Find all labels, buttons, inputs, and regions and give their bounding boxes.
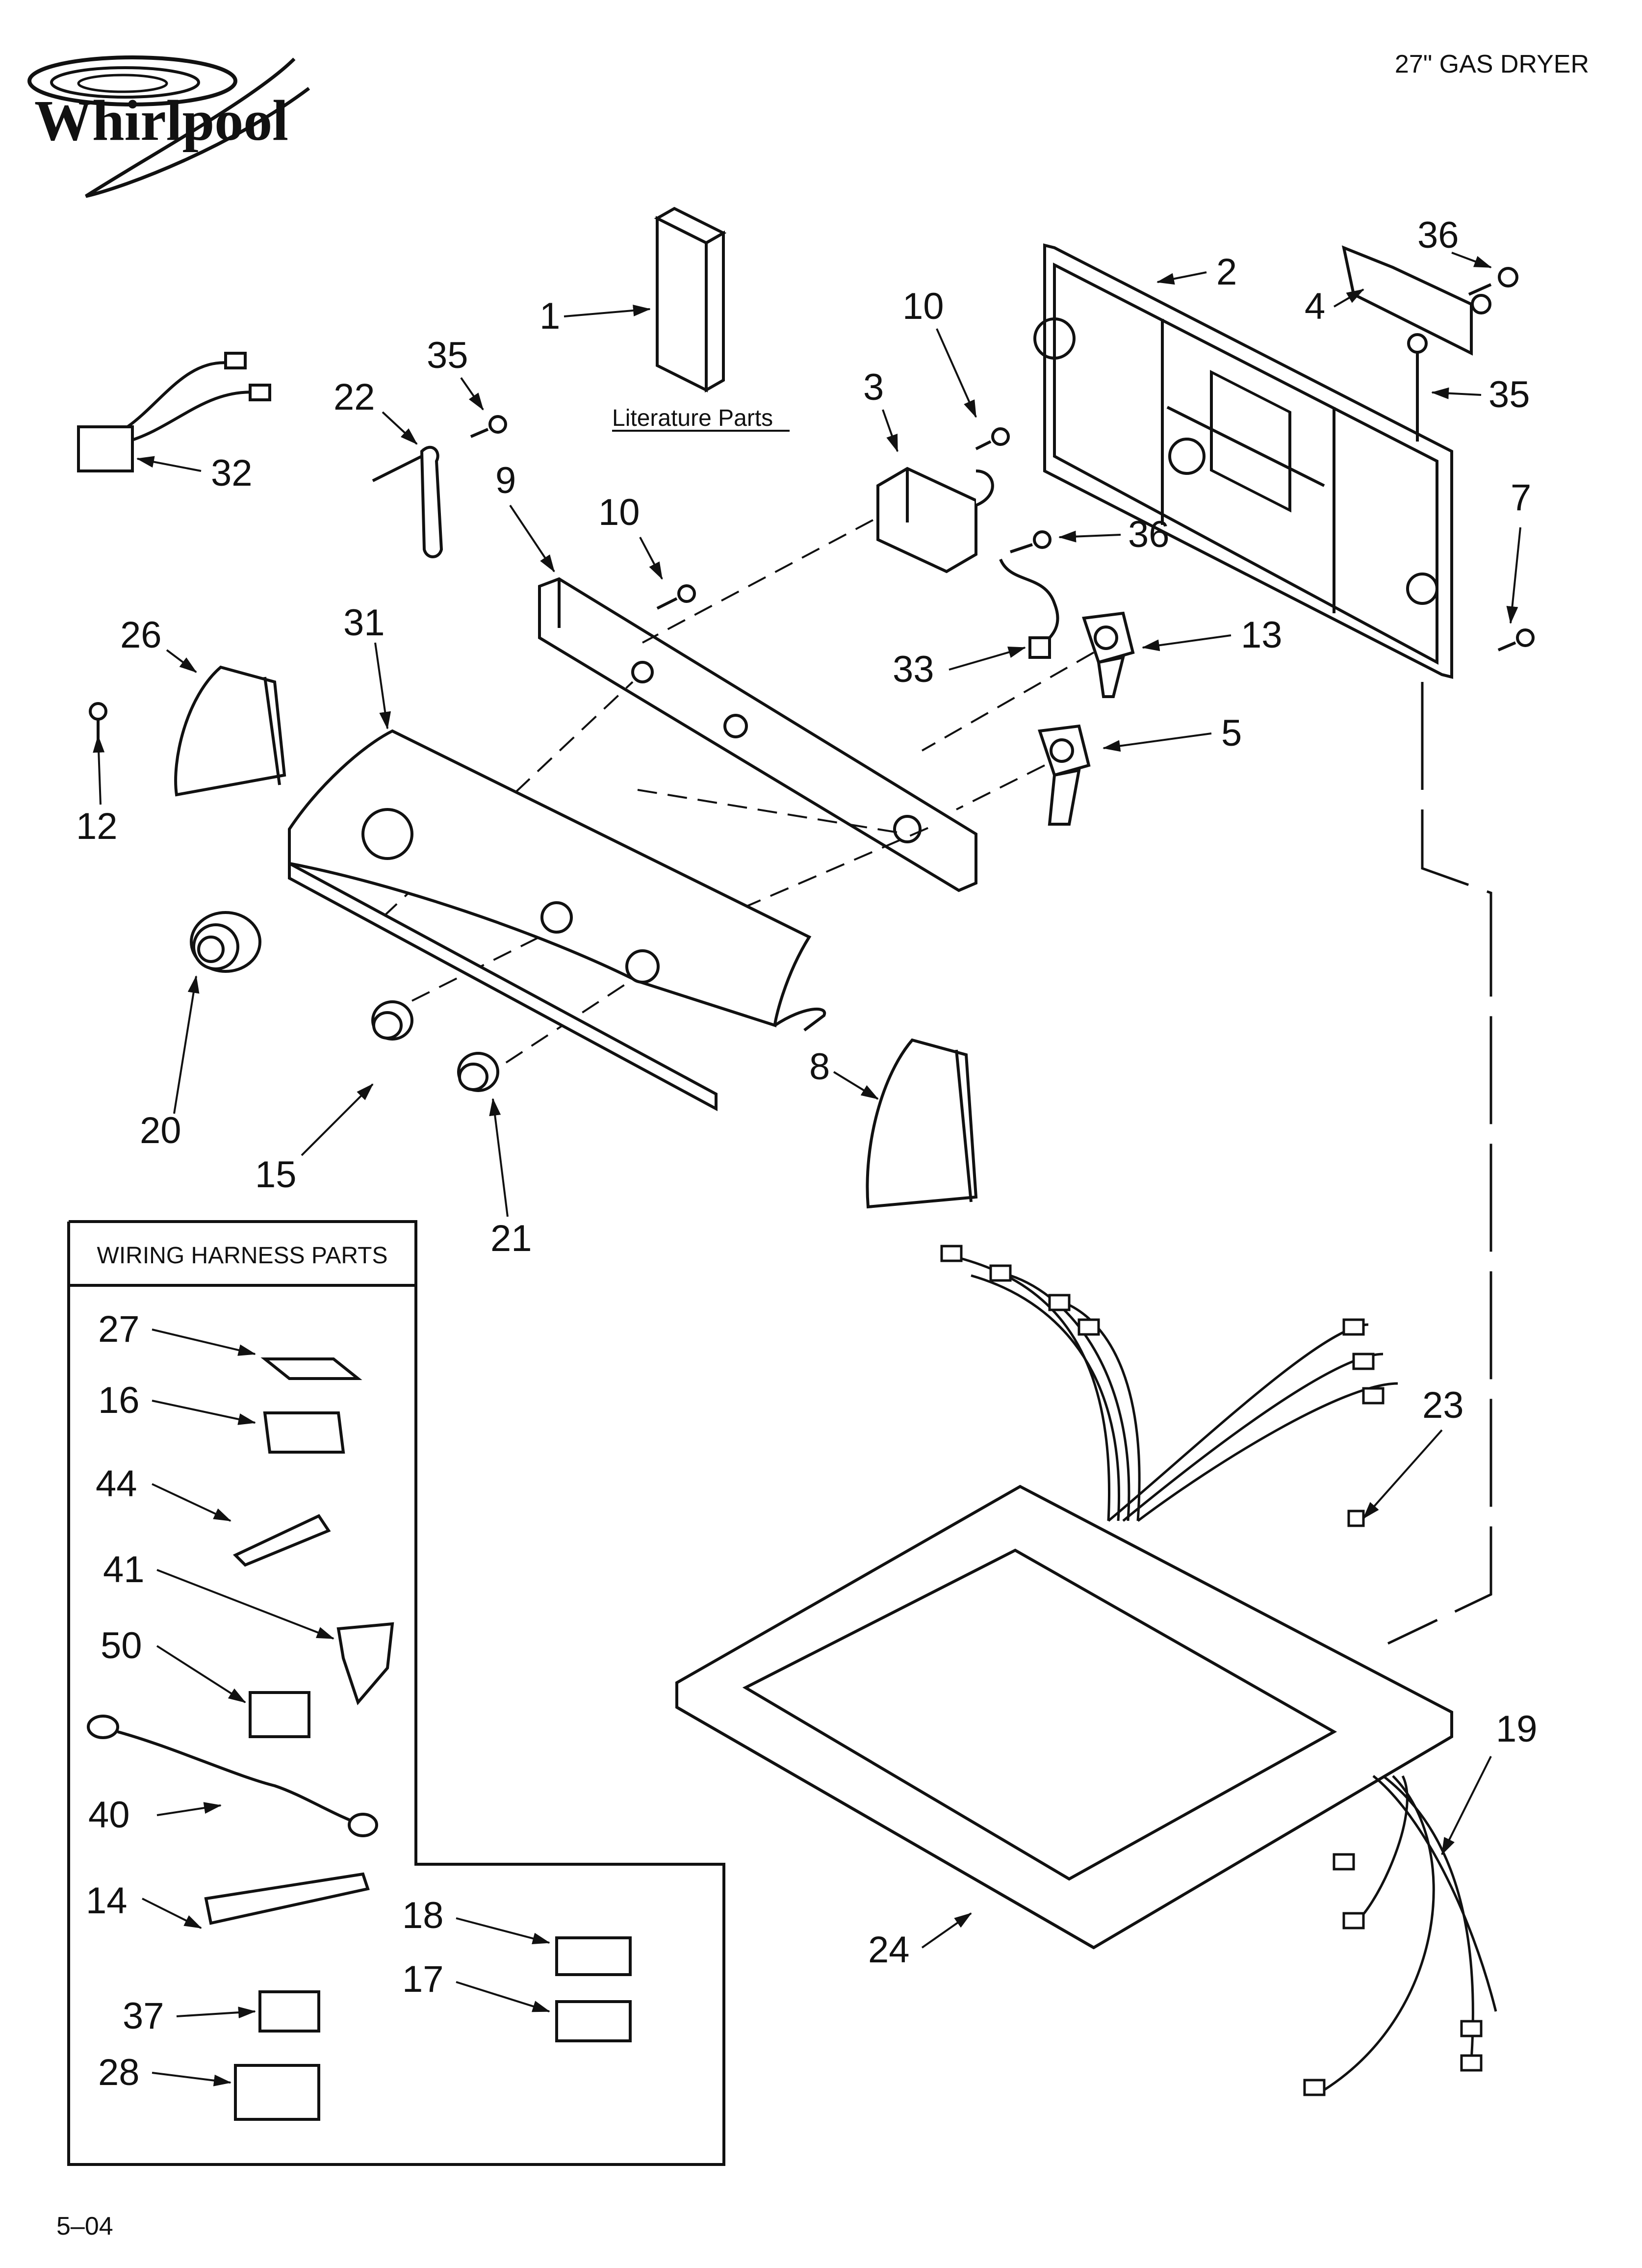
callout-3: 3: [863, 366, 884, 408]
callout-14: 14: [86, 1880, 128, 1922]
callout-labels: 1 2 3 4 5 7 8 9 10 10 12 13 14 15 16 17 …: [76, 214, 1538, 2093]
callout-36-top: 36: [1417, 214, 1459, 256]
literature-parts-label: Literature Parts: [612, 405, 773, 431]
callout-23: 23: [1422, 1384, 1464, 1426]
screw-35-right: [1407, 333, 1428, 442]
callout-35-left: 35: [427, 335, 468, 376]
callout-15: 15: [255, 1154, 297, 1196]
callout-1: 1: [539, 295, 560, 337]
callout-19: 19: [1496, 1708, 1538, 1750]
end-cap-8: [866, 1038, 978, 1209]
switch-13: [1081, 611, 1135, 698]
callout-10-mid: 10: [598, 492, 640, 533]
callout-7: 7: [1511, 477, 1531, 519]
screw-36-top: [1468, 267, 1518, 296]
top-cover: [675, 1485, 1453, 1950]
control-board: [1341, 245, 1491, 356]
screw-10-timer: [975, 427, 1010, 450]
wiring-box-title: WIRING HARNESS PARTS: [97, 1243, 388, 1269]
callout-28: 28: [98, 2052, 140, 2093]
callout-22: 22: [334, 376, 375, 418]
knob-15: [371, 1000, 413, 1041]
end-cap-26: [174, 665, 286, 797]
literature-book: [654, 207, 727, 393]
callout-24: 24: [868, 1929, 910, 1971]
whirlpool-logo: Whirlpool: [27, 55, 310, 198]
callout-5: 5: [1221, 712, 1242, 754]
callout-2: 2: [1216, 251, 1237, 293]
model-title: 27" GAS DRYER: [1395, 50, 1589, 78]
harness-connectors: [940, 1245, 1483, 2096]
callout-44: 44: [96, 1463, 137, 1505]
callout-26: 26: [120, 614, 162, 656]
wire-harness-32: [77, 352, 271, 472]
screw-7: [1497, 628, 1535, 652]
callout-33: 33: [893, 649, 934, 690]
control-bracket: [538, 577, 977, 892]
callout-35-right: 35: [1488, 374, 1530, 416]
callout-18: 18: [402, 1895, 444, 1936]
callout-9: 9: [495, 460, 516, 501]
callout-31: 31: [343, 602, 385, 644]
switch-5: [1037, 724, 1091, 826]
callout-27: 27: [98, 1308, 140, 1350]
leader-arrows: [93, 252, 1521, 2086]
wiring-harness-box: [67, 1220, 725, 2166]
callout-40: 40: [88, 1794, 130, 1836]
callout-20: 20: [140, 1110, 181, 1151]
callout-21: 21: [490, 1218, 532, 1259]
callout-32: 32: [211, 452, 253, 494]
page-number: 5–04: [56, 2212, 113, 2241]
callout-41: 41: [103, 1549, 145, 1590]
harness-small-parts: [87, 1357, 632, 2121]
wire-harness-33: [999, 558, 1059, 659]
callout-8: 8: [809, 1046, 830, 1088]
callout-12: 12: [76, 806, 118, 847]
screw-35-left: [470, 415, 507, 438]
callout-4: 4: [1305, 286, 1325, 327]
console-panel: [288, 729, 826, 1112]
rear-panel: [1033, 243, 1453, 679]
ground-leader-line: [1387, 682, 1492, 1645]
knob-21: [457, 1052, 499, 1092]
knob-20: [190, 911, 261, 973]
brand-name: Whirlpool: [34, 88, 288, 153]
callout-36-mid: 36: [1128, 514, 1170, 555]
callout-50: 50: [101, 1625, 142, 1667]
callout-13: 13: [1241, 614, 1283, 656]
screw-36-mid: [1010, 530, 1052, 553]
timer: [876, 467, 994, 574]
screw-10-bracket: [656, 584, 696, 610]
callout-10-top: 10: [902, 286, 944, 327]
callout-16: 16: [98, 1380, 140, 1421]
bracket-22: [372, 445, 443, 558]
callout-37: 37: [123, 1995, 164, 2037]
screw-12: [89, 702, 107, 741]
callout-17: 17: [402, 1958, 444, 2000]
